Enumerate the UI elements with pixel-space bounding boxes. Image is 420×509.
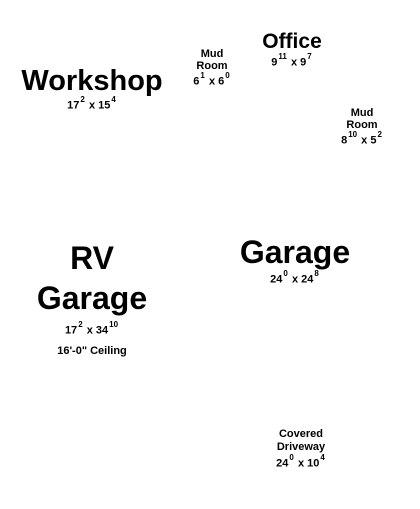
room-dimensions: 911 x 97 <box>242 52 342 69</box>
depth-inches: 10 <box>109 320 119 329</box>
depth-inches: 4 <box>320 453 325 462</box>
room-name-line-1: RV <box>70 240 114 276</box>
width-feet: 8 <box>341 134 348 147</box>
room-dimensions: 240 x 104 <box>256 453 346 470</box>
room-dimensions: 172 x 3410 <box>22 320 162 337</box>
depth-feet: 5 <box>370 134 377 147</box>
width-feet: 24 <box>276 457 289 470</box>
width-feet: 17 <box>64 324 78 337</box>
width-inches: 0 <box>289 453 294 462</box>
depth-feet: 15 <box>98 100 111 113</box>
depth-inches: 4 <box>111 95 116 105</box>
dimension-separator: x <box>208 75 216 88</box>
depth-inches: 8 <box>314 268 319 278</box>
dimension-separator: x <box>86 324 93 337</box>
room-covered-driveway: Covered Driveway 240 x 104 <box>256 428 346 470</box>
depth-feet: 24 <box>301 273 314 286</box>
room-dimensions: 810 x 52 <box>336 130 388 147</box>
depth-inches: 7 <box>307 52 312 62</box>
width-feet: 6 <box>193 75 200 88</box>
room-dimensions: 172 x 154 <box>12 95 172 113</box>
width-inches: 1 <box>200 71 205 80</box>
room-name-line-2: Garage <box>36 280 148 316</box>
width-feet: 9 <box>271 56 278 69</box>
width-inches: 2 <box>78 320 83 329</box>
depth-feet: 10 <box>307 457 320 470</box>
room-name-line-2: Driveway <box>276 441 326 453</box>
dimension-separator: x <box>88 100 96 113</box>
width-feet: 24 <box>270 273 283 286</box>
depth-inches: 2 <box>377 130 382 139</box>
room-name: Mud Room <box>346 107 378 131</box>
dimension-separator: x <box>290 56 298 69</box>
room-dimensions: 61 x 60 <box>188 71 236 88</box>
room-mud-room-left: Mud Room 61 x 60 <box>188 48 236 88</box>
depth-feet: 9 <box>300 56 307 69</box>
room-rv-garage: RV Garage 172 x 3410 16'-0" Ceiling <box>22 238 162 357</box>
depth-inches: 0 <box>225 71 230 80</box>
width-inches: 2 <box>80 95 85 105</box>
room-garage: Garage 240 x 248 <box>222 234 368 286</box>
dimension-separator: x <box>297 457 305 470</box>
room-name: Office <box>262 30 322 53</box>
depth-feet: 34 <box>95 324 109 337</box>
ceiling-height-note: 16'-0" Ceiling <box>57 344 127 357</box>
dimension-separator: x <box>291 273 299 286</box>
room-name: Garage <box>239 234 351 270</box>
width-inches: 0 <box>283 268 288 278</box>
room-dimensions: 240 x 248 <box>222 268 368 286</box>
room-office: Office 911 x 97 <box>242 30 342 69</box>
room-name: Mud Room <box>196 48 228 72</box>
width-feet: 17 <box>67 100 80 113</box>
room-mud-room-right: Mud Room 810 x 52 <box>336 107 388 147</box>
depth-feet: 6 <box>218 75 225 88</box>
room-name-line-1: Covered <box>278 428 324 440</box>
width-inches: 11 <box>278 52 287 62</box>
dimension-separator: x <box>361 134 368 147</box>
room-workshop: Workshop 172 x 154 <box>12 65 172 113</box>
width-inches: 10 <box>348 130 358 139</box>
room-name: Workshop <box>21 65 163 97</box>
